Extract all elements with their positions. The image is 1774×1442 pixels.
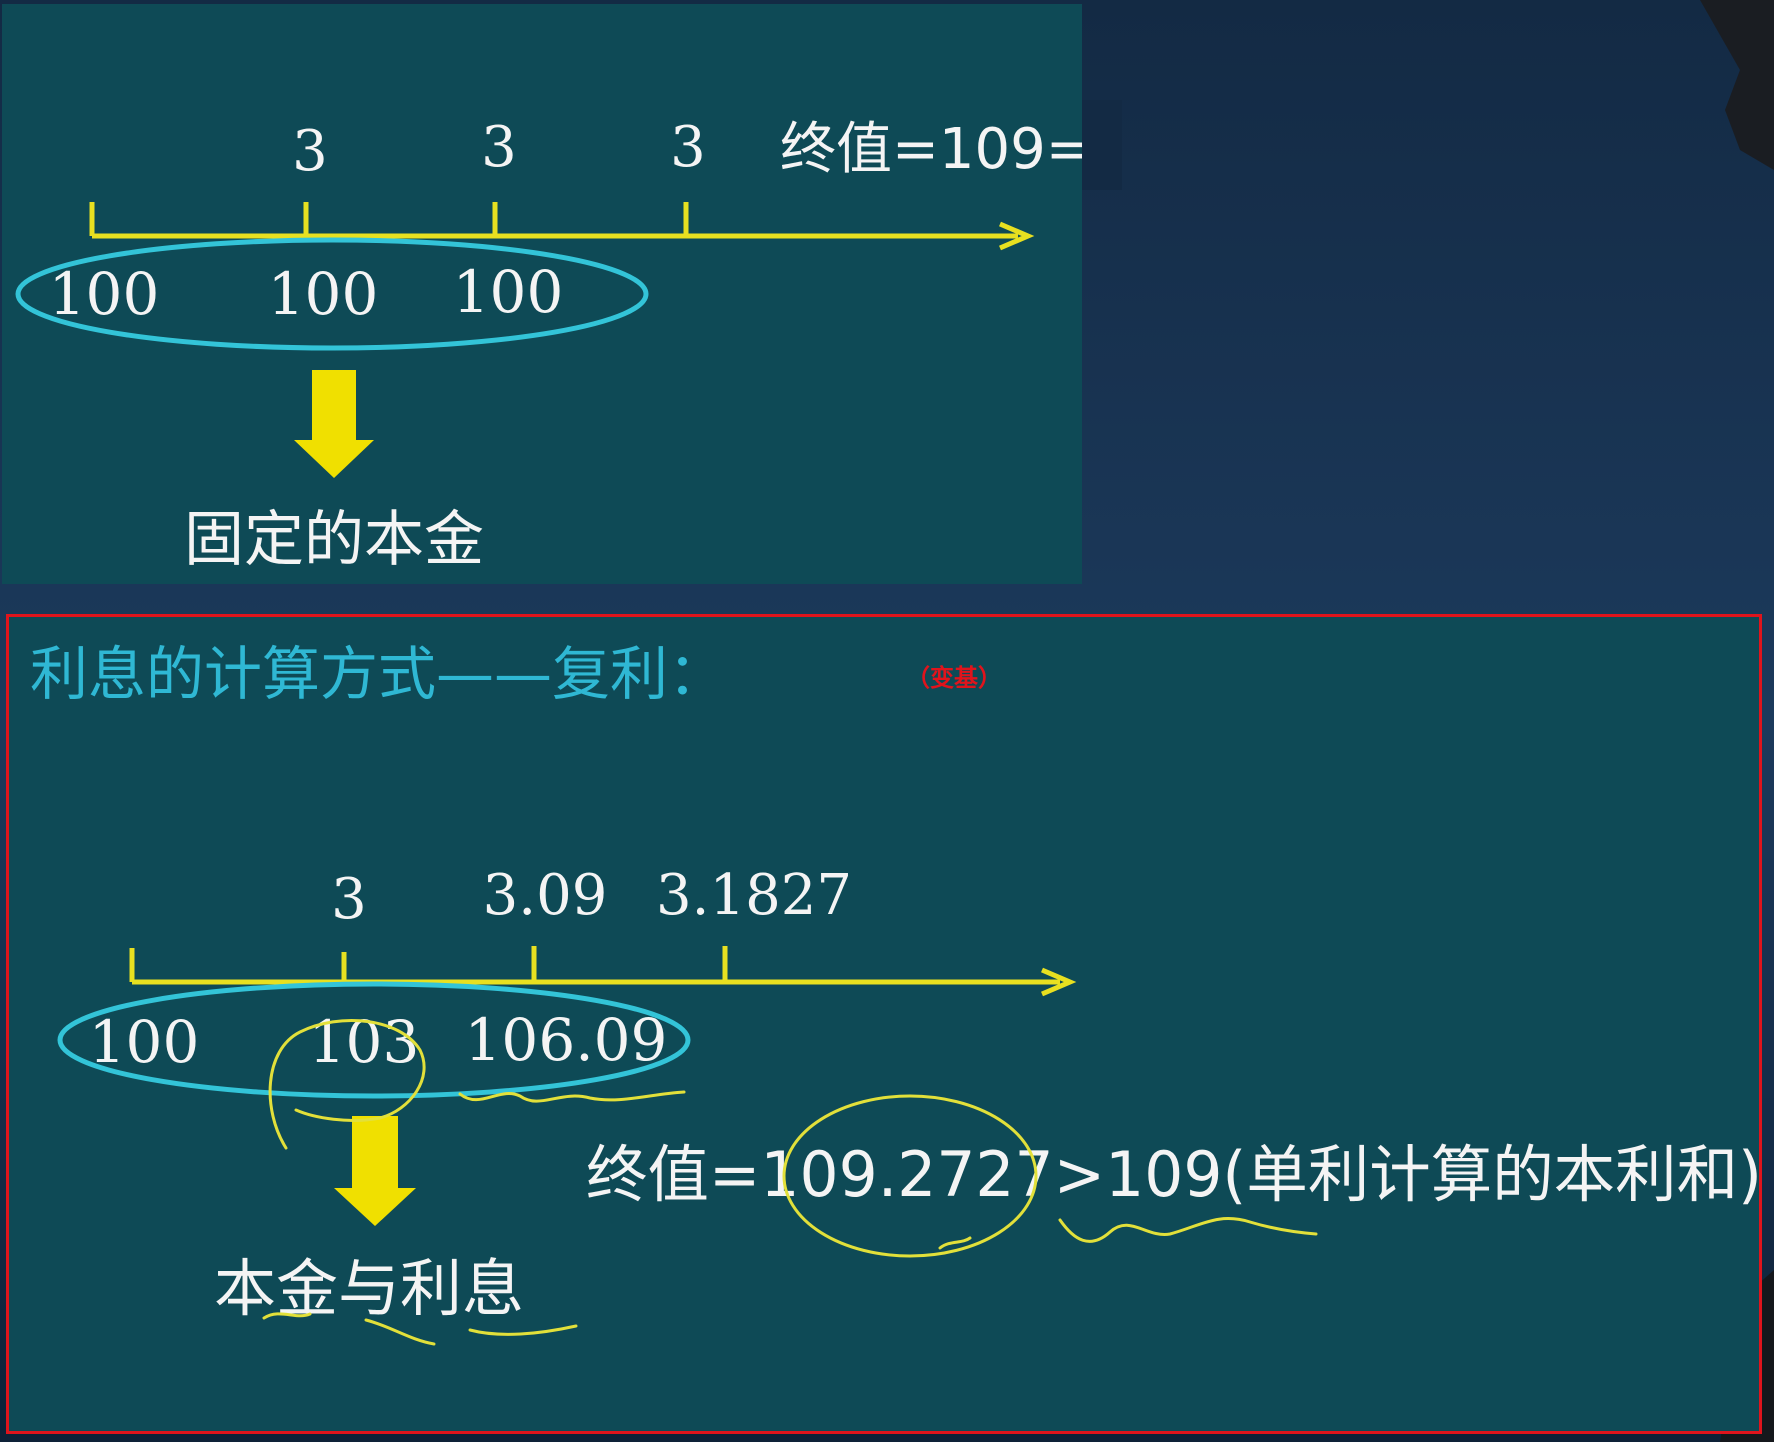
compound-interest-panel — [6, 614, 1762, 1434]
simple-interest-panel — [2, 4, 1082, 584]
